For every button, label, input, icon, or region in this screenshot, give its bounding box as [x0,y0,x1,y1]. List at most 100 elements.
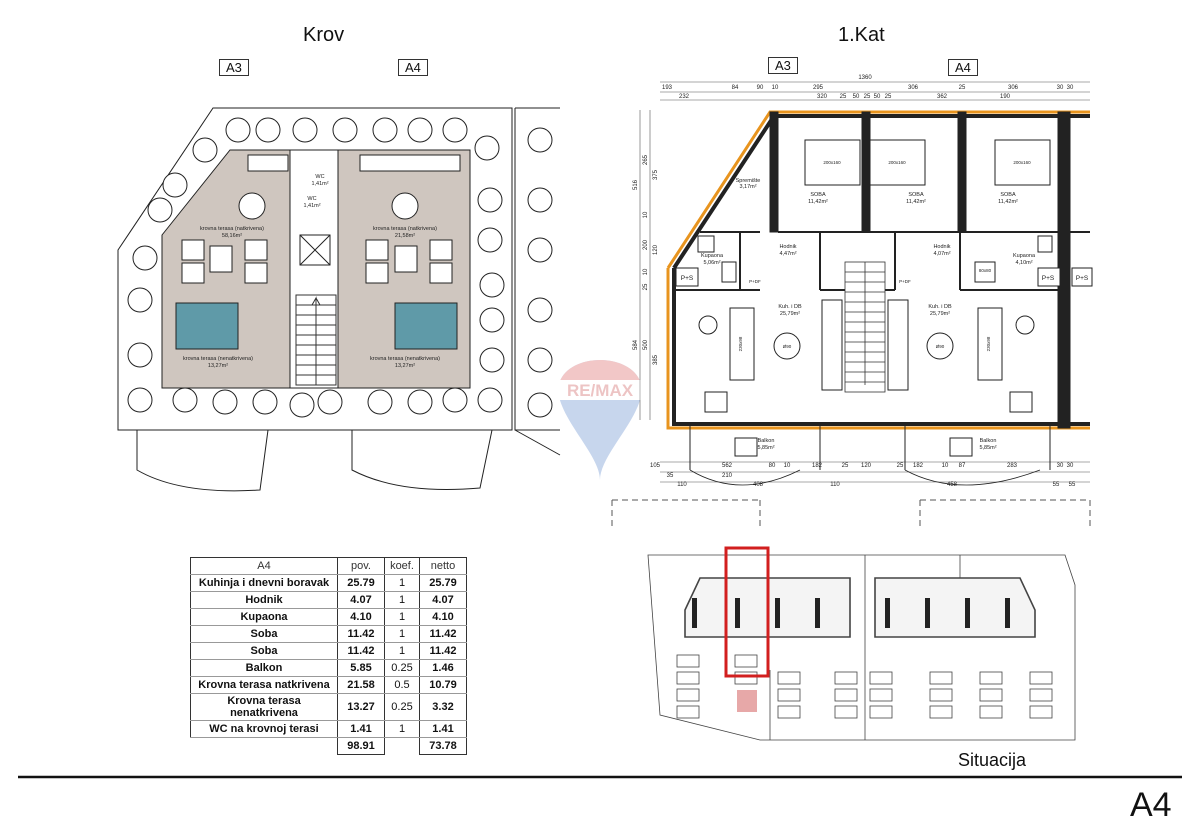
dimension-label: 50 [874,94,881,100]
roof-plan-title: Krov [303,24,345,46]
ps-label: P+S [1076,275,1089,282]
floor-room-area: 11,42m² [998,199,1018,205]
dimension-label: 516 [633,179,639,190]
dimension-label: 362 [937,94,948,100]
floor-room-area: 25,79m² [780,311,800,317]
dimension-label: 120 [653,244,659,255]
roof-room-area: 1,41m² [311,181,328,187]
dimension-label: 50 [853,94,860,100]
dimension-label: 110 [830,482,840,488]
dimension-label: 320 [817,94,828,100]
dimension-label: 25 [840,94,847,100]
pdf-label: P+DF [749,279,761,284]
area-table: A4 pov. koef. netto Kuhinja i dnevni bor… [190,557,467,755]
dimension-label: 306 [908,85,919,91]
dimension-label: 10 [772,85,779,91]
dimension-label: 30 [1067,463,1074,469]
dimension-label: 182 [913,463,924,469]
table-header: A4 [190,557,338,575]
dimension-total: 1360 [858,75,872,81]
dimension-label: 25 [959,85,966,91]
floor-plan-title: 1.Kat [838,24,885,46]
floor-room-name: Balkon [980,438,997,444]
unit-highlight-box [724,546,770,678]
pool-a4 [394,302,458,350]
dimension-label: 25 [842,463,849,469]
dimension-label: 283 [1007,463,1018,469]
floor-room-name: Kuh. i DB [928,304,952,310]
floor-room-area: 4,10m² [1015,260,1032,266]
bed-size: 200x160 [1013,160,1031,165]
dimension-label: 35 [667,473,674,479]
floor-room-area: 5,85m² [979,445,996,451]
dimension-label: 458 [947,482,958,488]
floor-room-area: 4,07m² [933,251,950,257]
table-size: Ø90 [936,344,945,349]
dimension-label: 10 [942,463,949,469]
dimension-label: 265 [643,154,649,165]
floor-room-area: 5,85m² [757,445,774,451]
dimension-label: 25 [897,463,904,469]
dimension-label: 182 [812,463,823,469]
roof-room-name: krovna terasa (nenatkrivena) [370,356,440,362]
roof-room-name: krovna terasa (nenatkrivena) [183,356,253,362]
floor-room-name: SOBA [810,192,826,198]
dimension-label: 584 [633,339,639,350]
roof-room-area: 1,41m² [303,203,320,209]
dimension-label: 408 [753,482,764,488]
dimension-label: 55 [1069,482,1076,488]
roof-room-area: 58,16m² [222,233,242,239]
dimension-label: 385 [653,354,659,365]
floor-room-name: Kupaona [701,253,724,259]
roof-room-name: krovna terasa (natkrivena) [373,226,437,232]
sofa-size: 230x98 [986,336,991,351]
floor-plan [611,81,1093,530]
page-code: A4 [1130,786,1172,824]
roof-unit-tag-a4: A4 [398,59,428,76]
dimension-label: 562 [722,463,733,469]
watermark-text: RE/MAX [567,381,634,400]
table-size: Ø90 [783,344,792,349]
table-totals-row: 98.91 73.78 [191,737,467,755]
tree-icons [127,117,553,418]
dimension-label: 80 [769,463,776,469]
dimension-label: 30 [1057,463,1064,469]
dimension-label: 55 [1053,482,1060,488]
floor-room-area: 4,47m² [779,251,796,257]
pool-a3 [175,302,239,350]
dimension-label: 306 [1008,85,1019,91]
floor-room-name: Kupaona [1013,253,1036,259]
floor-room-name: Kuh. i DB [778,304,802,310]
dimension-label: 25 [885,94,892,100]
dimension-label: 500 [643,339,649,350]
dimension-label: 110 [677,482,687,488]
shower-size: 80x80 [979,268,992,273]
roof-plan [117,107,561,492]
bed-size: 200x160 [888,160,906,165]
dimension-label: 190 [1000,94,1011,100]
floor-room-name: Balkon [758,438,775,444]
dimension-label: 84 [732,85,739,91]
ps-label: P+S [1042,275,1055,282]
table-header: pov. [337,557,385,575]
floor-room-name: Hodnik [933,244,950,250]
watermark: RE/MAX [557,360,643,480]
roof-room-area: 21,58m² [395,233,415,239]
total-net: 73.78 [419,737,467,755]
dimension-label: 90 [757,85,764,91]
floor-unit-tag-a4: A4 [948,59,978,76]
floor-unit-tag-a3: A3 [768,57,798,74]
situation-title: Situacija [958,750,1027,770]
dimension-label: 25 [864,94,871,100]
floor-room-name: SOBA [1000,192,1016,198]
table-header: koef. [384,557,420,575]
dimension-label: 232 [679,94,690,100]
dimension-label: 120 [861,463,872,469]
roof-room-name: WC [315,174,324,180]
